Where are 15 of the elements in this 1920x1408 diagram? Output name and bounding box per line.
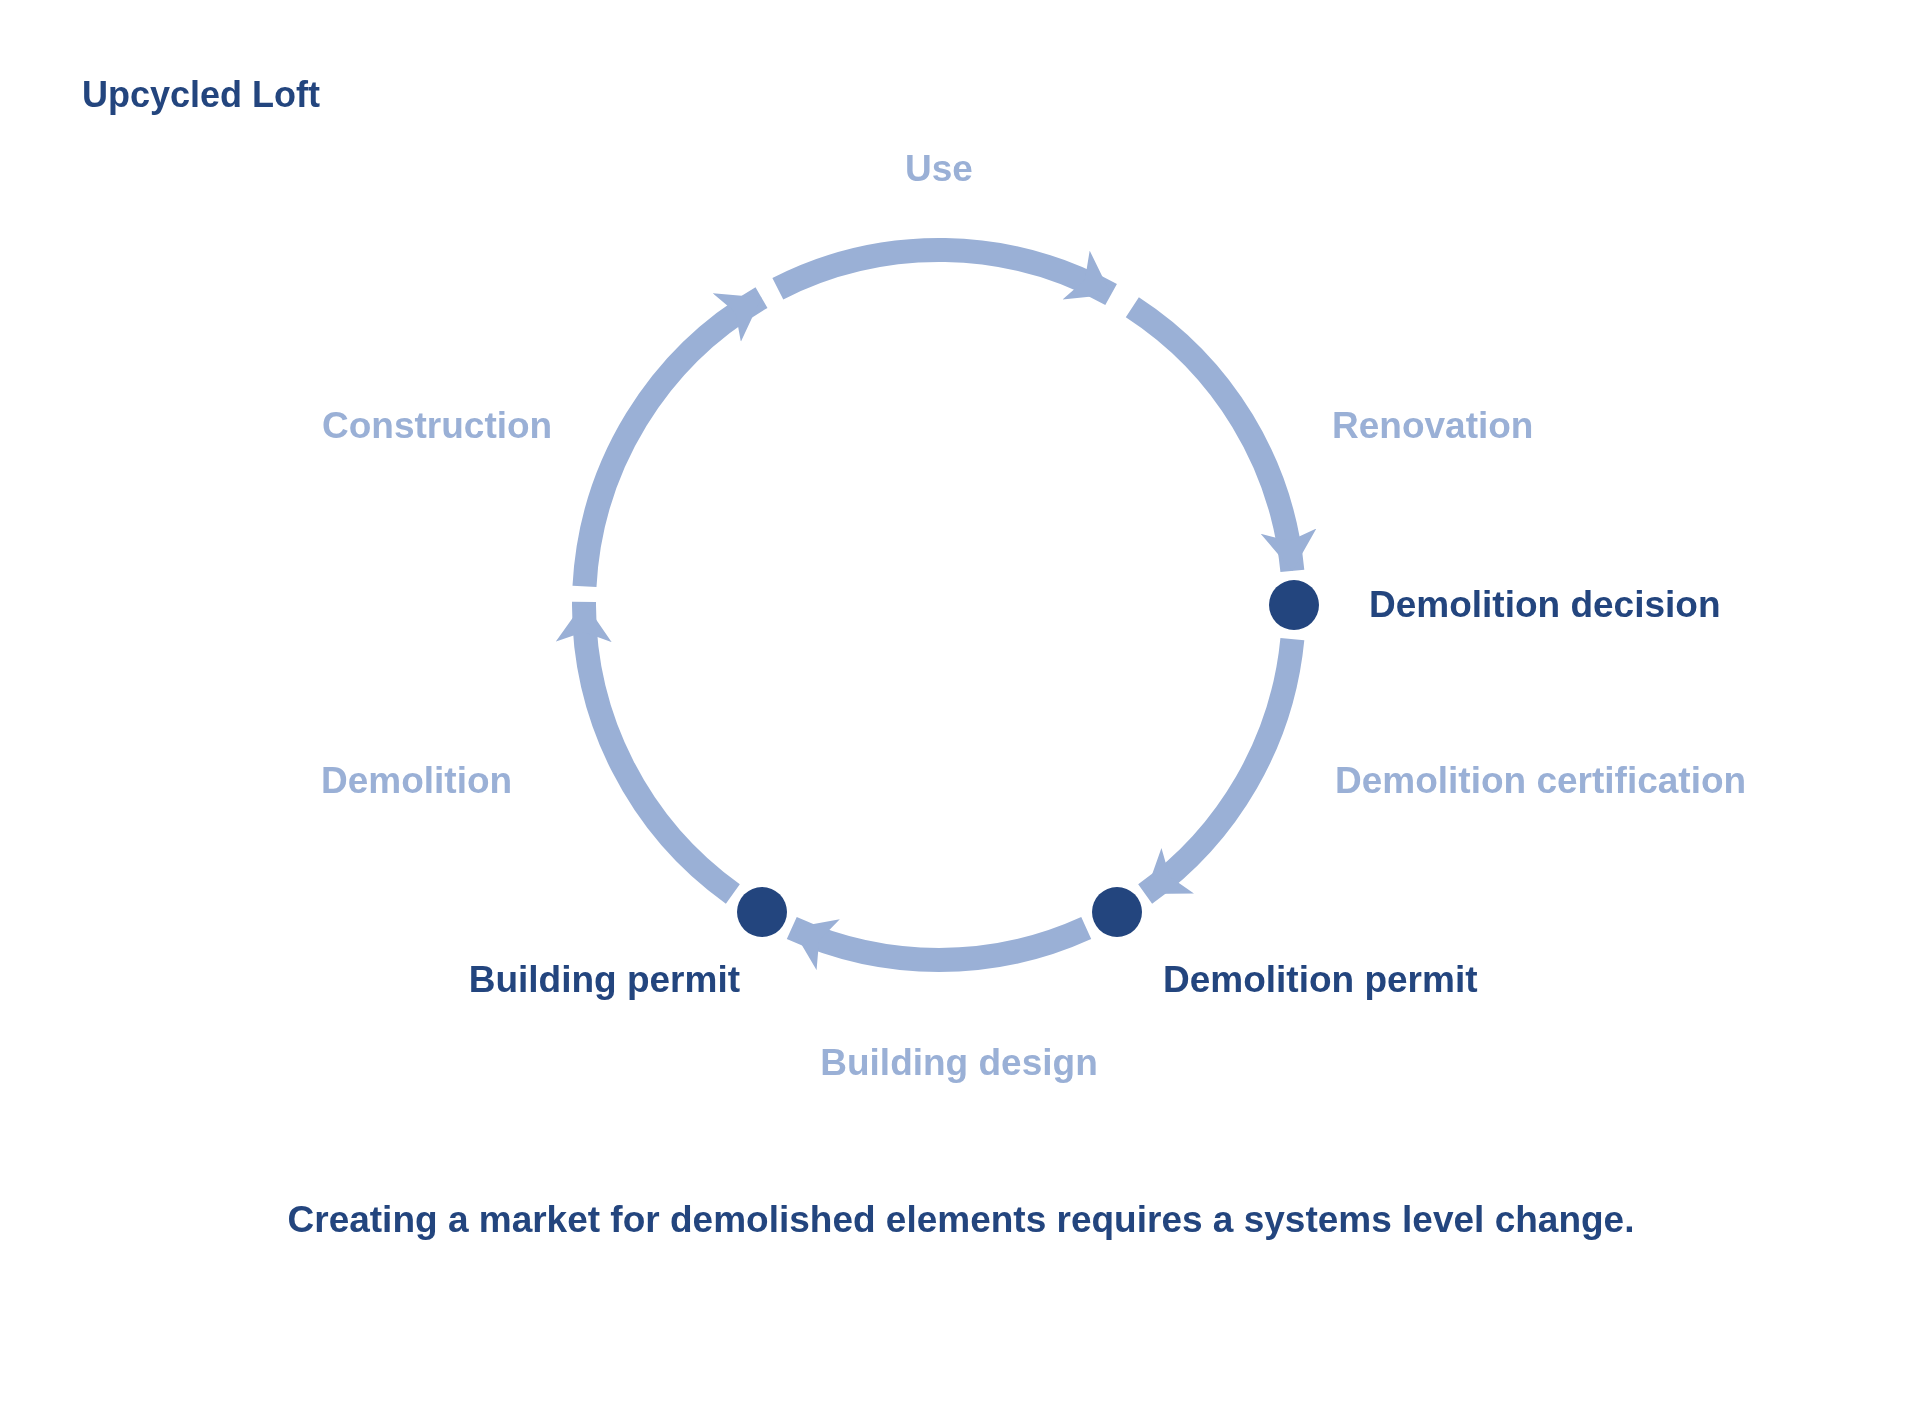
phase-label: Building design bbox=[820, 1041, 1098, 1086]
cycle-arrow bbox=[1125, 297, 1314, 573]
phase-label: Use bbox=[905, 147, 973, 192]
milestone-label: Demolition decision bbox=[1369, 583, 1721, 628]
caption: Creating a market for demolished elements requires a systems level change. bbox=[287, 1198, 1635, 1243]
milestone-label: Demolition permit bbox=[1163, 958, 1478, 1003]
cycle-arrow bbox=[787, 916, 1091, 972]
phase-label: Renovation bbox=[1332, 404, 1534, 449]
cycle-arrow bbox=[1137, 637, 1305, 904]
phase-label: Demolition bbox=[321, 759, 513, 804]
phase-label: Construction bbox=[322, 404, 553, 449]
title: Upcycled Loft bbox=[82, 73, 321, 117]
phase-label: Demolition certification bbox=[1335, 759, 1747, 804]
cycle-arrow bbox=[558, 601, 741, 904]
milestone-label: Building permit bbox=[468, 958, 740, 1003]
